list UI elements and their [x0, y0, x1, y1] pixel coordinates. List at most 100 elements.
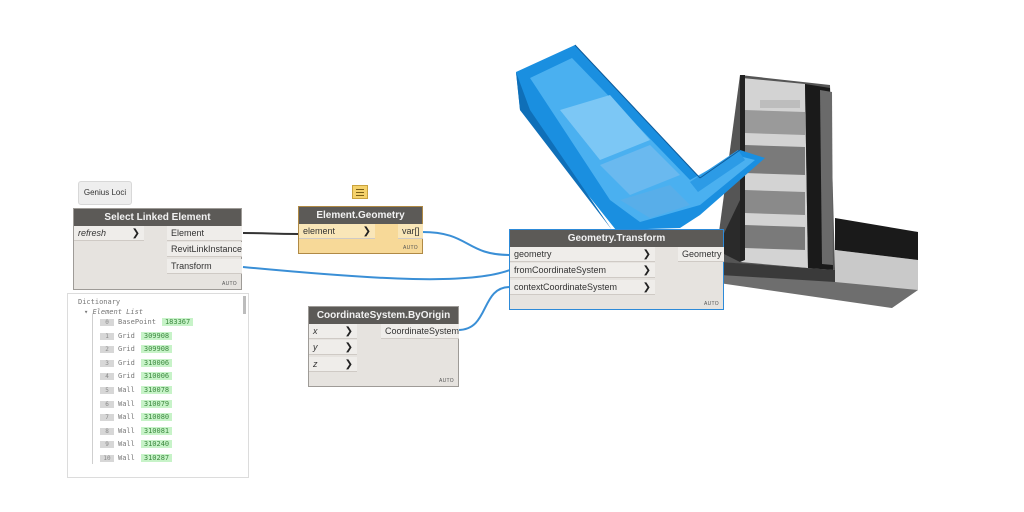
input-port-fromcoordinatesystem[interactable]: fromCoordinateSystem ❯ — [510, 263, 655, 278]
list-index: 5 — [100, 387, 114, 394]
list-label: Wall — [118, 413, 135, 422]
list-label: Grid — [118, 358, 135, 367]
list-label: Wall — [118, 386, 135, 394]
note-icon[interactable] — [352, 185, 368, 199]
node-title: Geometry.Transform — [510, 230, 723, 247]
list-value: 310079 — [140, 399, 173, 408]
select-linked-element-node[interactable]: Select Linked Element refresh ❯ Element … — [73, 208, 242, 290]
port-label: CoordinateSystem — [385, 326, 460, 336]
output-port-var[interactable]: var[] — [398, 224, 423, 239]
chevron-right-icon: ❯ — [642, 249, 651, 260]
list-label: Wall — [118, 440, 135, 449]
output-port-revitlinkinstance[interactable]: RevitLinkInstance — [167, 242, 242, 257]
wire-element-to-geometry[interactable] — [242, 232, 299, 235]
list-label: BasePoint — [118, 318, 156, 326]
scrollbar[interactable] — [243, 296, 246, 314]
list-index: 0 — [100, 319, 114, 326]
output-port-coordinatesystem[interactable]: CoordinateSystem — [381, 324, 459, 339]
list-value: 310006 — [140, 358, 173, 367]
list-value: 310080 — [140, 413, 173, 422]
node-title: Element.Geometry — [299, 207, 422, 224]
preview-subtitle-text: Element List — [92, 308, 144, 316]
list-item[interactable]: 4 Grid 310006 — [100, 372, 173, 383]
list-value: 309908 — [140, 345, 173, 354]
lacing-label[interactable]: AUTO — [439, 378, 454, 384]
preview-subtitle[interactable]: ▾ Element List — [84, 308, 144, 316]
input-port-y[interactable]: y ❯ — [309, 340, 357, 355]
preview-title: Dictionary — [78, 298, 121, 306]
wire-cs-to-context[interactable] — [457, 286, 511, 331]
port-label: var[] — [402, 226, 420, 236]
list-label: Grid — [118, 372, 135, 381]
output-port-element[interactable]: Element — [167, 226, 242, 241]
list-label: Wall — [118, 454, 135, 462]
wire-var-to-geometry-input[interactable] — [421, 231, 511, 256]
port-label: Transform — [171, 261, 212, 271]
wire-transform-to-from[interactable] — [242, 266, 511, 281]
list-value: 183367 — [161, 318, 194, 326]
port-label: y — [313, 342, 318, 352]
list-index: 4 — [100, 373, 114, 381]
geometry-transform-node[interactable]: Geometry.Transform geometry ❯ fromCoordi… — [509, 229, 724, 310]
input-port-contextcoordinatesystem[interactable]: contextCoordinateSystem ❯ — [510, 280, 655, 295]
port-label: geometry — [514, 249, 552, 259]
chevron-right-icon: ❯ — [642, 282, 651, 293]
list-index: 6 — [100, 400, 114, 408]
list-item[interactable]: 2 Grid 309908 — [100, 345, 173, 356]
output-port-transform[interactable]: Transform — [167, 259, 242, 274]
lacing-label[interactable]: AUTO — [222, 281, 237, 287]
list-value: 310006 — [140, 372, 173, 381]
chevron-right-icon: ❯ — [362, 226, 371, 237]
list-index: 9 — [100, 441, 114, 449]
list-index: 10 — [100, 455, 114, 462]
lacing-label[interactable]: AUTO — [704, 301, 719, 307]
list-value: 310078 — [140, 386, 173, 394]
port-label: z — [313, 359, 318, 369]
list-index: 1 — [100, 332, 114, 340]
lacing-label[interactable]: AUTO — [403, 245, 418, 251]
input-port-refresh[interactable]: refresh ❯ — [74, 226, 144, 241]
list-index: 3 — [100, 359, 114, 367]
port-label: Element — [171, 228, 205, 238]
list-value: 310081 — [140, 426, 173, 435]
input-port-element[interactable]: element ❯ — [299, 224, 375, 239]
preview-blue-building — [516, 44, 765, 230]
port-label: x — [313, 326, 318, 336]
list-item[interactable]: 5 Wall 310078 — [100, 386, 173, 397]
chevron-right-icon: ❯ — [344, 342, 353, 353]
element-geometry-node[interactable]: Element.Geometry element ❯ var[] AUTO — [298, 206, 423, 254]
list-item[interactable]: 8 Wall 310081 — [100, 426, 173, 438]
port-label: fromCoordinateSystem — [514, 265, 607, 275]
list-item[interactable]: 0 BasePoint 183367 — [100, 318, 194, 329]
list-index: 8 — [100, 427, 114, 435]
node-title: CoordinateSystem.ByOrigin — [309, 307, 458, 324]
input-port-x[interactable]: x ❯ — [309, 324, 357, 339]
chevron-right-icon: ❯ — [344, 359, 353, 370]
node-title: Select Linked Element — [74, 209, 241, 226]
output-port-geometry[interactable]: Geometry — [678, 247, 724, 262]
coordinatesystem-byorigin-node[interactable]: CoordinateSystem.ByOrigin x ❯ y ❯ z ❯ Co… — [308, 306, 459, 387]
port-label: contextCoordinateSystem — [514, 282, 618, 292]
port-label: refresh — [78, 228, 107, 238]
group-label[interactable]: Genius Loci — [78, 181, 132, 205]
tree-line — [92, 314, 93, 464]
input-port-z[interactable]: z ❯ — [309, 357, 357, 372]
chevron-right-icon: ❯ — [642, 265, 651, 276]
list-label: Wall — [118, 426, 135, 435]
port-label: Geometry — [682, 249, 722, 259]
port-label: RevitLinkInstance — [171, 244, 243, 254]
list-index: 2 — [100, 346, 114, 354]
chevron-right-icon: ❯ — [344, 326, 353, 337]
list-label: Grid — [118, 331, 135, 340]
list-label: Grid — [118, 345, 135, 354]
list-item[interactable]: 3 Grid 310006 — [100, 358, 173, 370]
input-port-geometry[interactable]: geometry ❯ — [510, 247, 655, 262]
